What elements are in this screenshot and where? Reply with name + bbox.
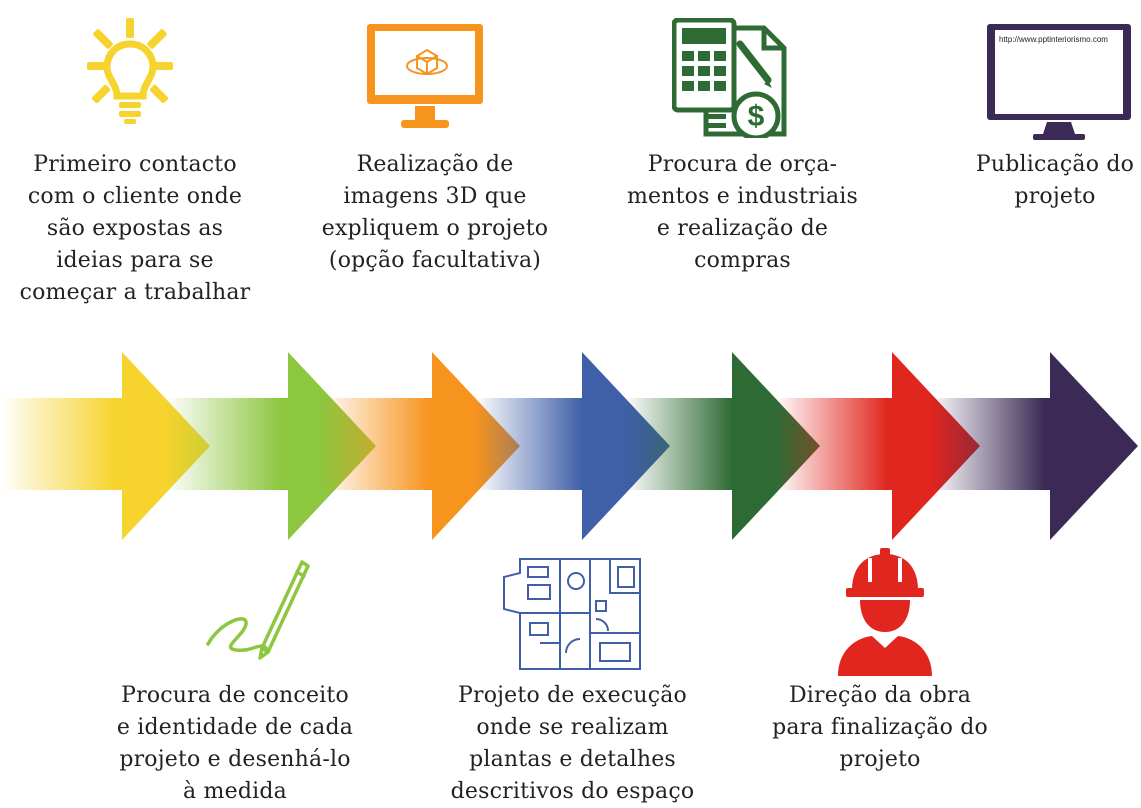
lightbulb-icon xyxy=(87,18,173,124)
process-arrows xyxy=(0,352,1138,540)
website-url: http://www.pptinteriorismo.com xyxy=(999,35,1108,44)
pencil-icon xyxy=(206,560,310,660)
monitor-3d-icon xyxy=(367,24,483,128)
step-2-label: Procura de conceito e identidade de cada… xyxy=(116,683,354,804)
step-7-label: Publicação do projeto xyxy=(975,152,1135,209)
step-6-label: Direção da obra para finalização do proj… xyxy=(772,683,988,772)
step-3-label: Realização de imagens 3D que expliquem o… xyxy=(321,152,549,273)
website-monitor-icon: http://www.pptinteriorismo.com xyxy=(987,24,1131,140)
step-4-label: Projeto de execução onde se realizam pla… xyxy=(450,683,695,804)
construction-worker-icon xyxy=(838,548,932,676)
arrow-step-5 xyxy=(625,352,820,540)
arrow-step-1 xyxy=(0,352,210,540)
arrow-step-7 xyxy=(930,352,1138,540)
step-1-label: Primeiro contacto com o cliente onde são… xyxy=(19,152,251,305)
arrow-step-3 xyxy=(320,352,520,540)
arrow-step-4 xyxy=(475,352,670,540)
arrow-step-6 xyxy=(775,352,980,540)
step-5-label: Procura de orça- mentos e industriais e … xyxy=(626,152,858,273)
svg-text:$: $ xyxy=(748,100,765,133)
floor-plan-icon xyxy=(503,558,641,670)
calculator-invoice-icon: $ xyxy=(672,18,787,138)
